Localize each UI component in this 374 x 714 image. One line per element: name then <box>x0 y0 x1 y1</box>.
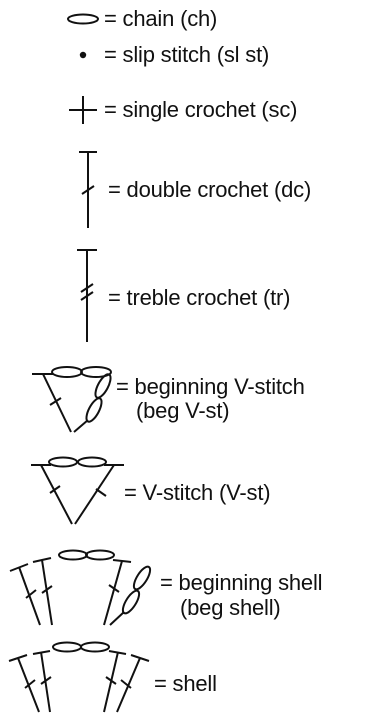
shell-label: = shell <box>154 671 217 696</box>
slip-stitch-label: = slip stitch (sl st) <box>104 42 270 67</box>
beginning-shell-label: = beginning shell <box>160 570 323 595</box>
beginning-shell-abbr: (beg shell) <box>180 595 281 620</box>
chain-label: = chain (ch) <box>104 6 218 31</box>
single-crochet-label: = single crochet (sc) <box>104 97 298 122</box>
beginning-v-stitch-abbr: (beg V-st) <box>136 398 230 423</box>
treble-crochet-label: = treble crochet (tr) <box>108 285 291 310</box>
beginning-v-stitch-label: = beginning V-stitch <box>116 374 305 399</box>
v-stitch-label: = V-stitch (V-st) <box>124 480 271 505</box>
double-crochet-label: = double crochet (dc) <box>108 177 312 202</box>
